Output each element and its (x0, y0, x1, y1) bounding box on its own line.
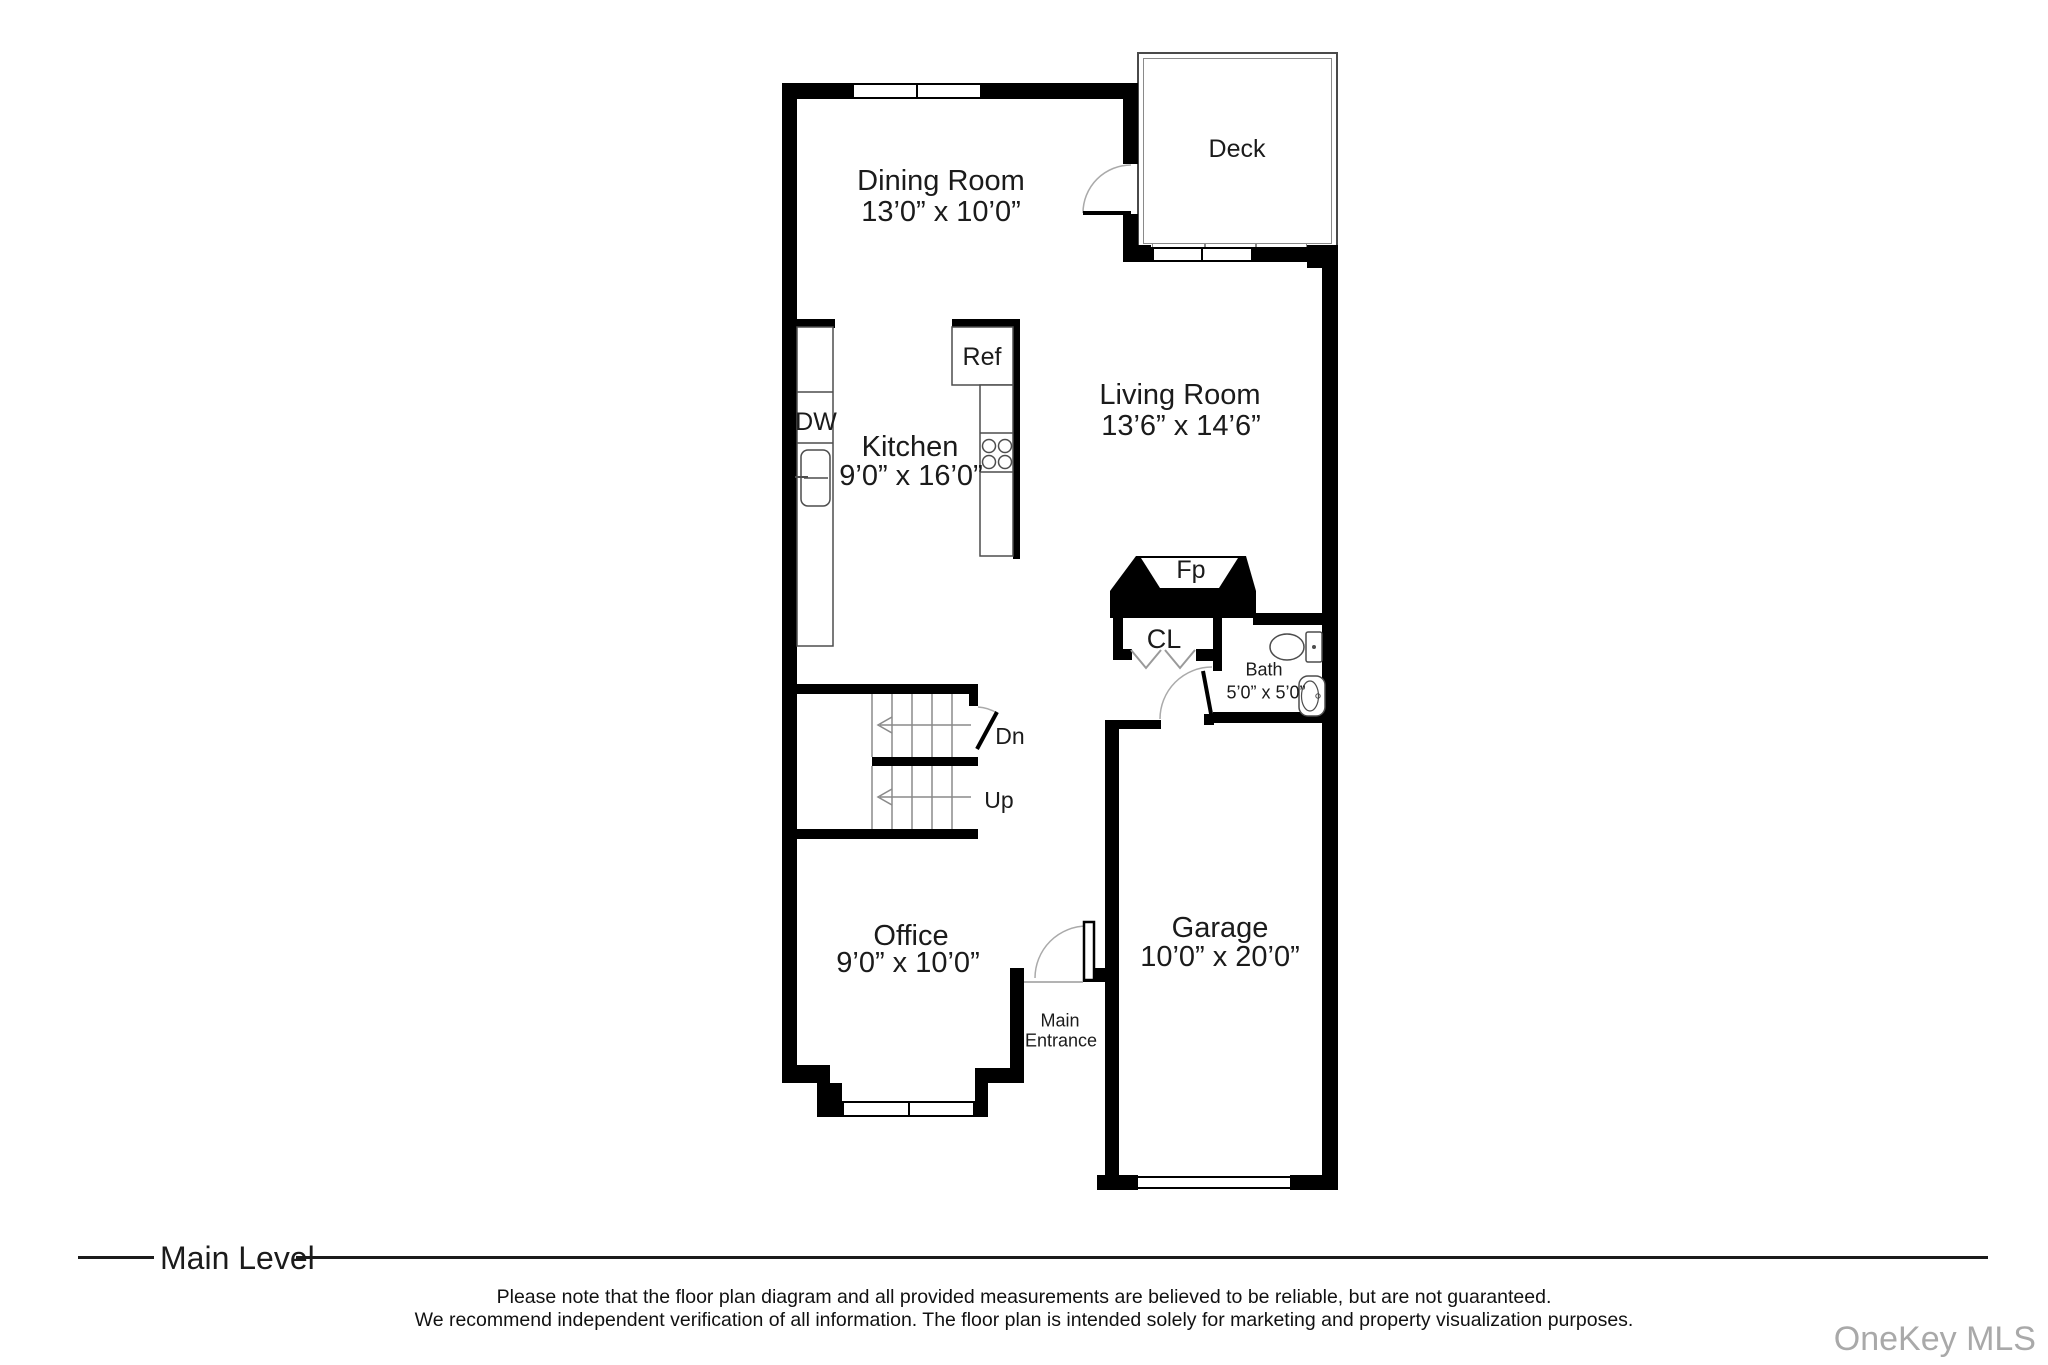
wall-stair-right (969, 684, 978, 706)
disclaimer-line2: We recommend independent verification of… (414, 1309, 1634, 1331)
wall-top-right (982, 83, 1138, 99)
level-rule-left (78, 1256, 154, 1259)
door-arc-deck (1082, 164, 1132, 214)
door-arc-main-entrance (1034, 925, 1088, 979)
refrigerator-icon (951, 326, 1014, 386)
wall-top-left (782, 83, 852, 99)
door-leaf-stairs (975, 711, 999, 750)
label-stairs-down: Dn (995, 722, 1025, 749)
wall-garage-top (1105, 720, 1161, 729)
door-arc-bath (1159, 666, 1213, 720)
label-living-dims: 13’6” x 14’6” (1101, 409, 1261, 442)
bath-sink-icon (1298, 675, 1326, 717)
door-arc-stairs (977, 706, 998, 714)
window-mullion (907, 1103, 910, 1115)
wall-garage-bottom-right (1290, 1175, 1338, 1190)
wall-bath-bottom (1213, 712, 1323, 723)
wall-stair-bottom (782, 829, 978, 839)
wall-bath-door-stub (1204, 714, 1214, 725)
label-dishwasher: DW (795, 407, 837, 436)
wall-closet-stub-left (1123, 649, 1132, 660)
stove-burner-icon (997, 438, 1013, 454)
label-garage: Garage (1171, 911, 1269, 944)
wall-bay-right-post (975, 1083, 988, 1117)
stair-direction-arrow-down (876, 716, 971, 734)
wall-closet-right (1213, 617, 1222, 671)
wall-left-exterior (782, 83, 797, 1065)
label-garage-dims: 10’0” x 20’0” (1140, 940, 1300, 973)
label-dining-room: Dining Room (857, 164, 1025, 197)
bath-faucet-icon (1315, 693, 1321, 699)
window-office-bay (842, 1101, 975, 1117)
wall-kitchen-right (1013, 319, 1020, 559)
stove-burner-icon (981, 438, 997, 454)
window-mullion (1201, 249, 1203, 260)
level-title: Main Level (160, 1240, 315, 1276)
stair-treads (871, 694, 953, 829)
wall-dining-right-upper (1123, 96, 1138, 164)
disclaimer-line1: Please note that the floor plan diagram … (496, 1286, 1552, 1308)
wall-stair-mid (872, 757, 978, 766)
wall-living-top-left (1138, 247, 1154, 262)
garage-door (1138, 1176, 1290, 1189)
label-refrigerator: Ref (962, 342, 1002, 371)
label-kitchen: Kitchen (861, 430, 959, 463)
wall-office-sw-step (782, 1065, 830, 1083)
deck-outline (1137, 52, 1338, 255)
label-closet: CL (1146, 623, 1182, 654)
label-office-dims: 9’0” x 10’0” (836, 946, 980, 979)
label-main-entrance-line1: Main (1040, 1010, 1080, 1031)
label-fireplace: Fp (1176, 555, 1206, 584)
level-rule-right (296, 1256, 1988, 1259)
wall-office-right (1010, 968, 1024, 1083)
wall-stair-top (782, 684, 978, 694)
kitchen-counter-right (979, 384, 1014, 557)
watermark-onekey-mls: OneKey MLS (1833, 1320, 2036, 1358)
toilet-bowl-icon (1269, 633, 1305, 661)
toilet-flush-icon (1312, 645, 1316, 649)
stair-direction-arrow-up (876, 788, 971, 806)
wall-right-exterior (1322, 247, 1338, 1190)
wall-ref-top (952, 319, 1020, 328)
label-office: Office (873, 919, 949, 952)
label-living-room: Living Room (1099, 378, 1261, 411)
label-main-entrance-line2: Entrance (1024, 1030, 1098, 1051)
wall-office-se-step (975, 1068, 1011, 1083)
wall-bay-left-post (817, 1083, 842, 1117)
fireplace-firebox (1141, 558, 1238, 588)
wall-living-top-right (1253, 247, 1323, 262)
label-kitchen-dims: 9’0” x 16’0” (839, 459, 983, 492)
wall-bath-top (1253, 613, 1323, 625)
label-stairs-up: Up (984, 786, 1014, 813)
label-dining-dims: 13’0” x 10’0” (861, 195, 1021, 228)
stove-burner-icon (997, 454, 1013, 470)
door-leaf-main-entrance (1082, 920, 1096, 982)
wall-garage-left (1105, 720, 1119, 1190)
closet-bifold-doors-icon (1130, 649, 1196, 670)
wall-garage-bottom-left (1097, 1175, 1138, 1190)
stove-burner-icon (981, 454, 997, 470)
window-dining (852, 83, 982, 99)
label-bath-dims: 5’0” x 5’0” (1226, 682, 1306, 703)
label-deck: Deck (1208, 134, 1266, 163)
wall-kitchen-stub (797, 319, 835, 328)
wall-closet-stub-right (1196, 649, 1213, 661)
door-leaf-bath (1201, 670, 1214, 720)
window-mullion (916, 85, 918, 97)
wall-closet-left (1113, 617, 1123, 660)
level-title-row: Main Level (0, 1240, 2048, 1280)
label-bath: Bath (1245, 659, 1283, 680)
bath-sink-basin (1300, 680, 1320, 712)
window-living (1152, 247, 1253, 262)
